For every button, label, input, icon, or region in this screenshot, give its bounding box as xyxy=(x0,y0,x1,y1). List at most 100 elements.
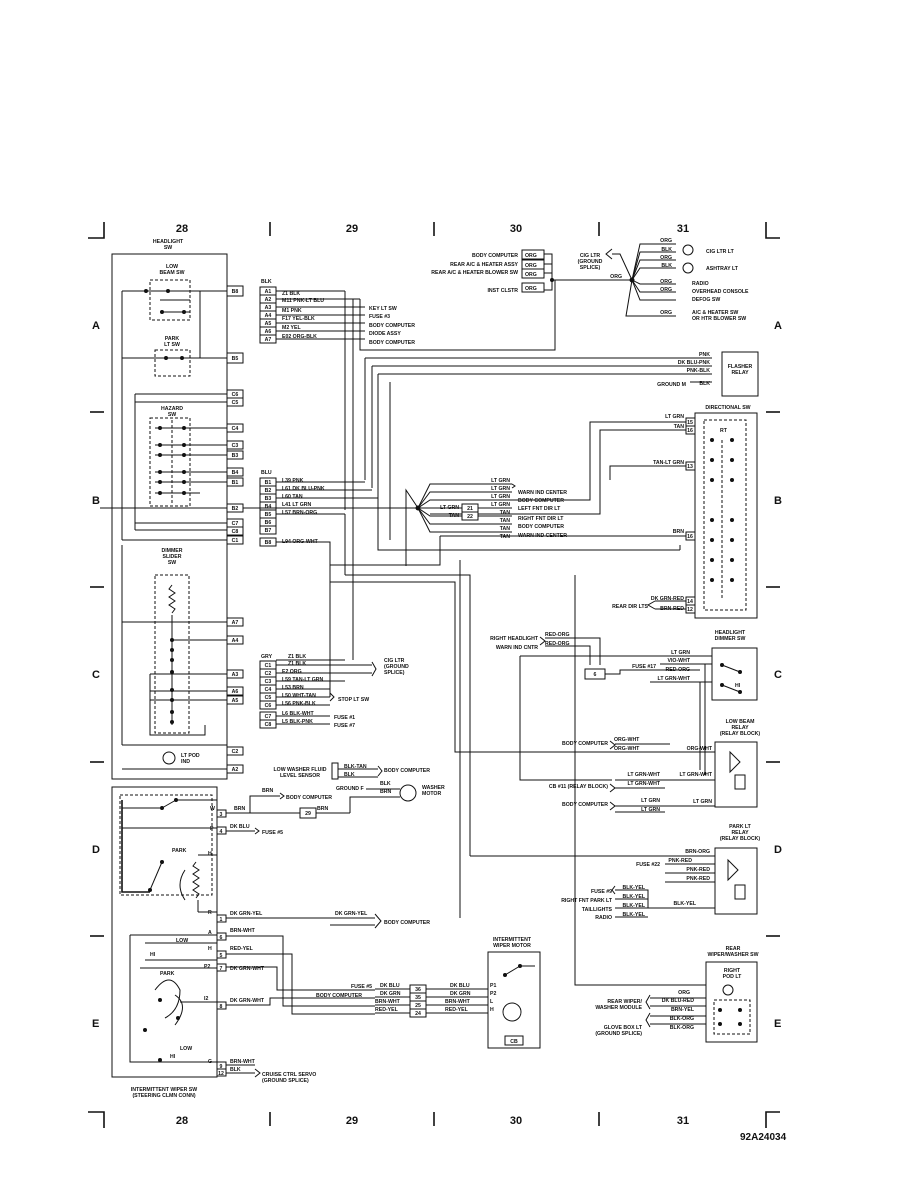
svg-text:CB: CB xyxy=(510,1039,518,1045)
svg-text:H: H xyxy=(208,851,212,857)
svg-text:P: P xyxy=(210,826,214,832)
svg-text:15: 15 xyxy=(687,420,693,426)
top-splice: BODY COMPUTER REAR A/C & HEATER ASSY REA… xyxy=(431,238,749,322)
svg-text:BODY COMPUTER: BODY COMPUTER xyxy=(384,768,430,774)
svg-text:DK BLU-RED: DK BLU-RED xyxy=(662,998,695,1004)
svg-text:C3: C3 xyxy=(265,679,272,685)
svg-text:DK GRN-YEL: DK GRN-YEL xyxy=(230,911,263,917)
column-label: 29 xyxy=(346,1115,358,1127)
svg-text:B2: B2 xyxy=(265,488,272,494)
column-labels-bottom: 28 29 30 31 xyxy=(176,1115,689,1127)
svg-text:BRN-WHT: BRN-WHT xyxy=(375,999,401,1005)
svg-text:B4: B4 xyxy=(265,504,272,510)
svg-text:RED-YEL: RED-YEL xyxy=(445,1007,469,1013)
svg-text:FUSE #22: FUSE #22 xyxy=(636,862,660,868)
svg-text:RED-ORG: RED-ORG xyxy=(666,667,691,673)
dimmer-slider-box xyxy=(154,574,190,734)
svg-text:REAR A/C & HEATER ASSY: REAR A/C & HEATER ASSY xyxy=(450,262,518,268)
svg-text:RED-YEL: RED-YEL xyxy=(230,946,254,952)
svg-text:C6: C6 xyxy=(232,392,239,398)
column-label: 31 xyxy=(677,1115,689,1127)
svg-text:ORG: ORG xyxy=(525,286,537,292)
svg-text:L57 BRN-ORG: L57 BRN-ORG xyxy=(282,510,317,516)
gry-title: GRY xyxy=(261,654,273,660)
row-label: D xyxy=(774,844,782,856)
svg-text:ASHTRAY LT: ASHTRAY LT xyxy=(706,266,739,272)
svg-text:12: 12 xyxy=(687,607,693,613)
svg-text:BODY COMPUTER: BODY COMPUTER xyxy=(384,920,430,926)
headlight-pins: B8 B5 C6 C5 C4 C3 B3 B4 B1 B2 C7 C8 C1 A… xyxy=(226,285,244,774)
svg-text:TAN: TAN xyxy=(500,510,511,516)
svg-text:P2: P2 xyxy=(204,964,210,970)
svg-text:VIO-WHT: VIO-WHT xyxy=(668,658,691,664)
svg-text:M1 PNK: M1 PNK xyxy=(282,308,302,314)
svg-text:INST CLSTR: INST CLSTR xyxy=(487,288,518,294)
grid-frame xyxy=(88,222,780,1128)
svg-text:RADIO: RADIO xyxy=(692,281,709,287)
svg-text:BODY COMPUTER: BODY COMPUTER xyxy=(316,993,362,999)
svg-text:LT GRN: LT GRN xyxy=(491,486,510,492)
svg-text:C1: C1 xyxy=(232,538,239,544)
svg-text:LT GRN-WHT: LT GRN-WHT xyxy=(658,676,691,682)
svg-text:36: 36 xyxy=(415,987,421,993)
svg-text:LT GRN: LT GRN xyxy=(665,414,684,420)
interconnect-wires xyxy=(329,514,681,918)
wiper-sw-title: INTERMITTENT WIPER SW(STEERING CLMN CONN… xyxy=(131,1087,197,1099)
svg-text:CIG LTR LT: CIG LTR LT xyxy=(706,249,735,255)
wiper-sw-pins: 3 4 1 6 5 7 8 9 12 xyxy=(216,809,227,1077)
svg-text:P2: P2 xyxy=(490,991,496,997)
svg-text:CB #11 (RELAY BLOCK): CB #11 (RELAY BLOCK) xyxy=(549,784,608,790)
svg-text:BODY COMPUTER: BODY COMPUTER xyxy=(518,524,564,530)
svg-text:C5: C5 xyxy=(265,695,272,701)
svg-text:C5: C5 xyxy=(232,400,239,406)
blu-title: BLU xyxy=(261,470,272,476)
column-label: 28 xyxy=(176,1115,188,1127)
svg-text:A1: A1 xyxy=(265,289,272,295)
svg-text:BLK: BLK xyxy=(380,781,391,787)
svg-text:FUSE #7: FUSE #7 xyxy=(334,723,355,729)
svg-text:RADIO: RADIO xyxy=(595,915,612,921)
svg-text:ORG-WHT: ORG-WHT xyxy=(614,746,640,752)
row-label: D xyxy=(92,844,100,856)
svg-text:7: 7 xyxy=(220,966,223,972)
row-label: E xyxy=(774,1018,781,1030)
headlight-sw-outline xyxy=(111,253,228,780)
svg-text:OVERHEAD CONSOLE: OVERHEAD CONSOLE xyxy=(692,289,749,295)
svg-text:A5: A5 xyxy=(265,321,272,327)
svg-text:B1: B1 xyxy=(232,480,239,486)
svg-text:KEY LT SW: KEY LT SW xyxy=(369,306,397,312)
svg-text:LT GRN: LT GRN xyxy=(641,807,660,813)
svg-text:BODY COMPUTER: BODY COMPUTER xyxy=(369,323,415,329)
column-label: 31 xyxy=(677,223,689,235)
svg-text:BODY COMPUTER: BODY COMPUTER xyxy=(472,253,518,259)
svg-text:ORG: ORG xyxy=(660,310,672,316)
svg-text:CRUISE CTRL SERVO(GROUND SPLIC: CRUISE CTRL SERVO(GROUND SPLICE) xyxy=(262,1072,316,1084)
row-label: A xyxy=(92,320,100,332)
svg-text:L: L xyxy=(490,999,494,1005)
svg-text:9: 9 xyxy=(220,1064,223,1070)
svg-text:L39 PNK: L39 PNK xyxy=(282,478,304,484)
svg-text:TAN: TAN xyxy=(449,513,460,519)
svg-text:DK BLU: DK BLU xyxy=(450,983,470,989)
svg-text:Z1 BLK: Z1 BLK xyxy=(282,291,300,297)
blk-title: BLK xyxy=(261,279,272,285)
svg-text:22: 22 xyxy=(467,514,473,520)
svg-text:B7: B7 xyxy=(265,528,272,534)
svg-text:GROUND M: GROUND M xyxy=(657,382,686,388)
right-pod-lt-icon xyxy=(722,984,734,996)
svg-text:TAN: TAN xyxy=(500,518,511,524)
svg-text:C3: C3 xyxy=(232,443,239,449)
svg-text:A2: A2 xyxy=(232,767,239,773)
svg-text:DEFOG SW: DEFOG SW xyxy=(692,297,720,303)
svg-text:REAR DIR LTS: REAR DIR LTS xyxy=(612,604,648,610)
svg-text:C2: C2 xyxy=(265,671,272,677)
svg-text:8: 8 xyxy=(220,1004,223,1010)
svg-text:ORG: ORG xyxy=(525,263,537,269)
